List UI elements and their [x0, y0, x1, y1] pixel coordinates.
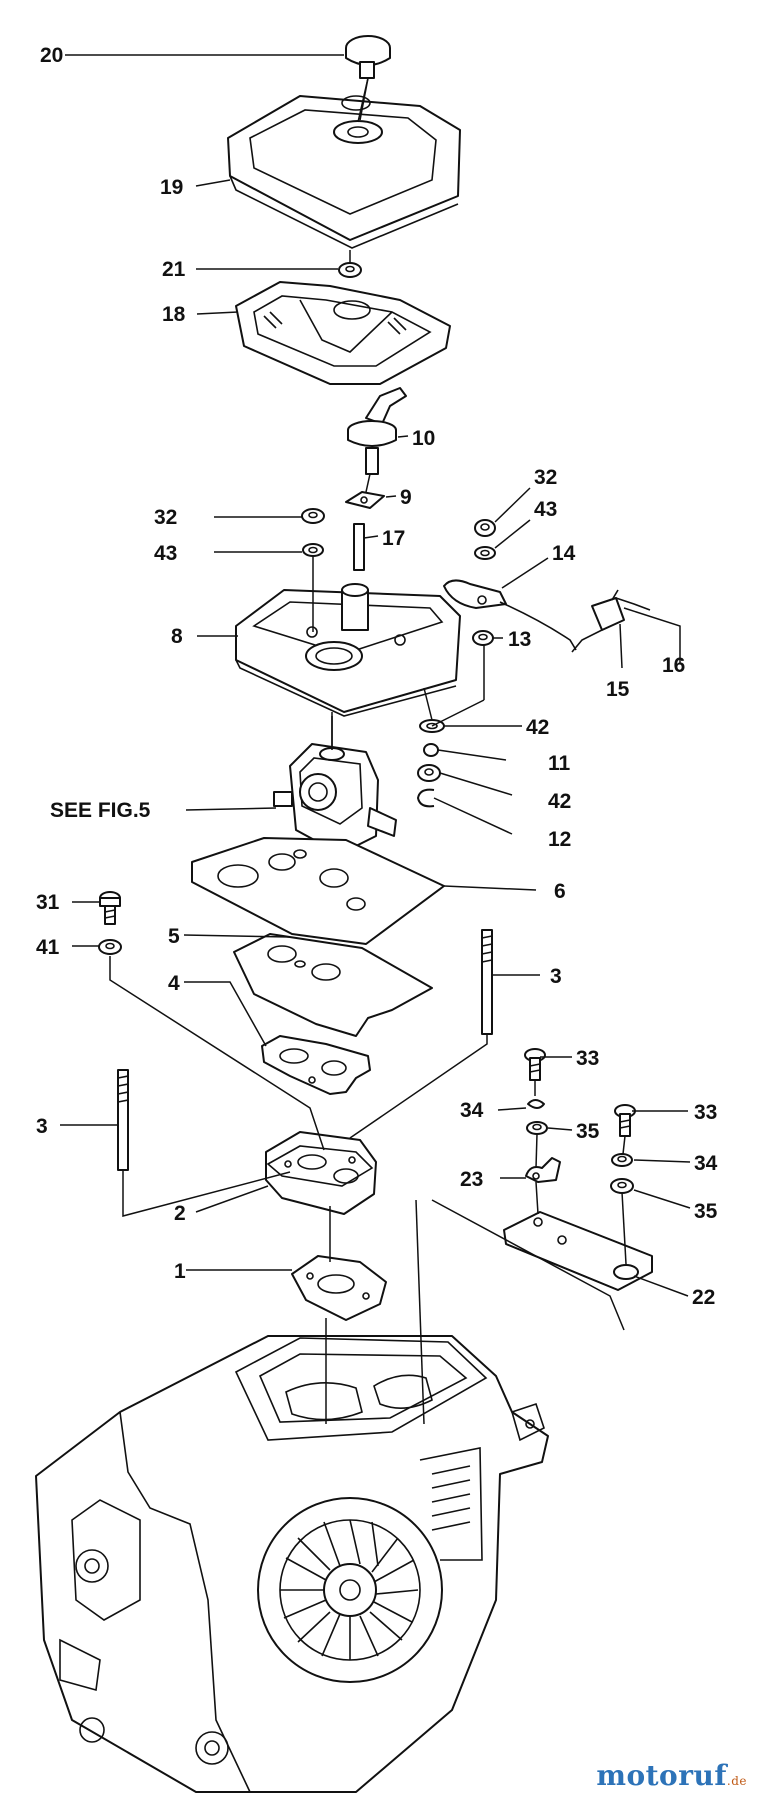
- label-see-fig-5: SEE FIG.5: [50, 799, 151, 822]
- part-labels: 20 19 21 18 10 9 17 32 43 8 32 43 14 13 …: [36, 44, 718, 1309]
- label-21: 21: [162, 258, 186, 281]
- label-16: 16: [662, 654, 685, 677]
- label-33-b: 33: [694, 1101, 717, 1124]
- part-18-filter: [235, 281, 451, 385]
- leader-lines: [60, 54, 691, 1425]
- part-35-washer-b: [610, 1178, 634, 1194]
- label-3-left: 3: [36, 1115, 48, 1138]
- part-6-gasket: [191, 837, 445, 945]
- part-11-spring: [423, 743, 439, 757]
- part-35-washer-a: [526, 1121, 548, 1135]
- label-1: 1: [174, 1260, 186, 1283]
- part-20-knob: [345, 35, 391, 79]
- label-19: 19: [160, 176, 183, 199]
- part-15-16-switch-wire: [499, 589, 651, 653]
- label-43-right: 43: [534, 498, 557, 521]
- part-12-clip: [417, 788, 435, 808]
- label-3-right: 3: [550, 965, 562, 988]
- label-20: 20: [40, 44, 63, 67]
- part-34-washer-b: [611, 1153, 633, 1167]
- part-10-choke-lever: [347, 387, 407, 475]
- part-43-washer-right: [474, 546, 496, 560]
- part-34-washer-a: [527, 1099, 545, 1109]
- label-33-a: 33: [576, 1047, 599, 1070]
- carburetor: [273, 716, 397, 855]
- part-32-washer-left: [301, 508, 325, 524]
- part-4-insulator: [261, 1035, 371, 1095]
- label-14: 14: [552, 542, 576, 565]
- watermark-brand: motoruf: [596, 1759, 727, 1792]
- part-43-washer-left: [302, 543, 324, 557]
- part-22-plate: [503, 1211, 653, 1291]
- label-2: 2: [174, 1202, 186, 1225]
- part-3-stud-left: [117, 1069, 129, 1171]
- part-5-gasket: [233, 933, 433, 1037]
- label-43-left: 43: [154, 542, 177, 565]
- part-1-gasket: [291, 1255, 387, 1321]
- label-35-a: 35: [576, 1120, 600, 1143]
- part-23-bracket: [525, 1157, 561, 1183]
- label-15: 15: [606, 678, 630, 701]
- label-32-right: 32: [534, 466, 557, 489]
- part-13-nut: [472, 630, 494, 646]
- label-35-b: 35: [694, 1200, 718, 1223]
- part-9-plate: [345, 491, 385, 509]
- part-41-washer: [98, 939, 122, 955]
- label-5: 5: [168, 925, 180, 948]
- part-2-adapter: [265, 1131, 377, 1215]
- label-11: 11: [548, 752, 571, 775]
- label-4: 4: [168, 972, 180, 995]
- part-14-bracket: [443, 579, 507, 609]
- label-32-left: 32: [154, 506, 177, 529]
- label-9: 9: [400, 486, 412, 509]
- part-21-nut: [338, 262, 362, 278]
- label-23: 23: [460, 1168, 483, 1191]
- part-17-stud: [353, 523, 365, 571]
- label-13: 13: [508, 628, 531, 651]
- label-8: 8: [171, 625, 183, 648]
- part-33-screw-b: [614, 1104, 636, 1137]
- motoruf-watermark: motoruf.de: [596, 1759, 747, 1792]
- part-19-cover: [227, 77, 461, 249]
- label-42-b: 42: [548, 790, 571, 813]
- label-22: 22: [692, 1286, 715, 1309]
- label-41: 41: [36, 936, 60, 959]
- label-34-a: 34: [460, 1099, 484, 1122]
- watermark-suffix: .de: [726, 1774, 747, 1788]
- part-32-washer-right: [474, 519, 496, 537]
- label-10: 10: [412, 427, 435, 450]
- engine-crankcase: [35, 1335, 549, 1793]
- part-8-housing: [235, 583, 461, 717]
- part-33-screw-a: [524, 1048, 546, 1081]
- label-6: 6: [554, 880, 566, 903]
- part-3-stud-right: [481, 929, 493, 1035]
- part-31-screw: [99, 891, 121, 925]
- label-17: 17: [382, 527, 405, 550]
- label-31: 31: [36, 891, 60, 914]
- label-12: 12: [548, 828, 571, 851]
- part-42-washer-b: [417, 764, 441, 782]
- label-34-b: 34: [694, 1152, 718, 1175]
- label-42-a: 42: [526, 716, 549, 739]
- label-18: 18: [162, 303, 186, 326]
